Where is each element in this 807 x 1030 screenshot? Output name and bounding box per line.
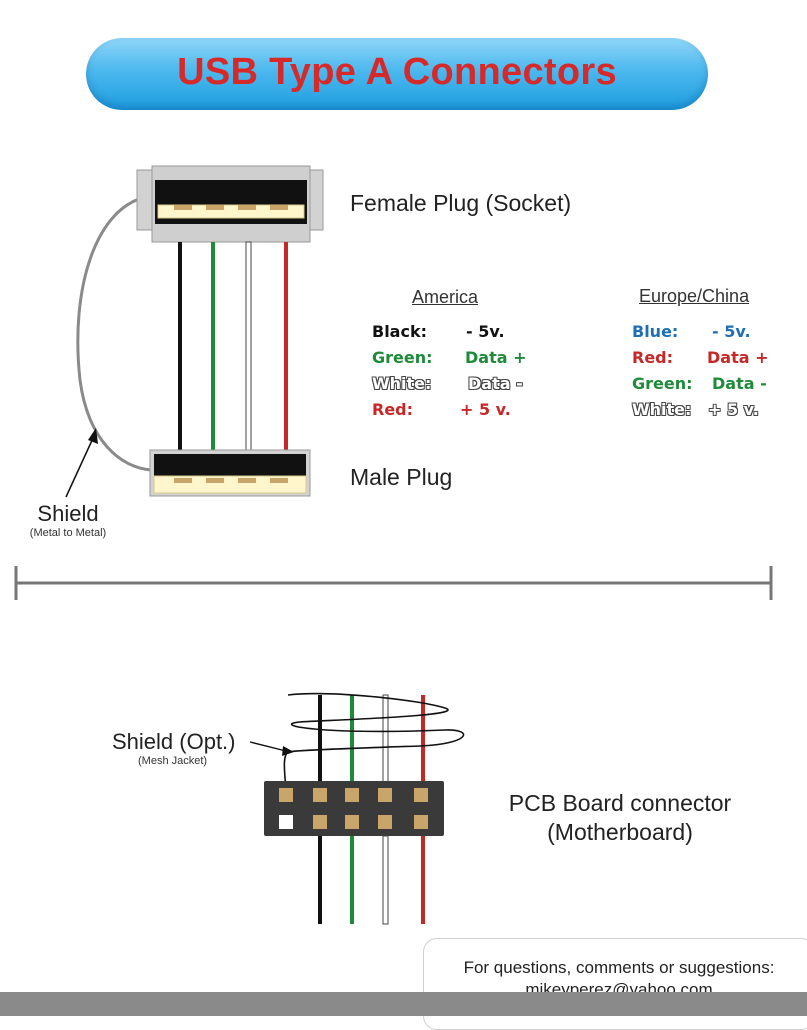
europe-color-name: Blue: — [632, 322, 679, 341]
america-heading: America — [412, 287, 479, 307]
america-color-name: Green: — [372, 348, 433, 367]
america-color-name: Red: — [372, 400, 414, 419]
male-plug-label: Male Plug — [350, 464, 453, 490]
america-signal: Data + — [465, 348, 527, 367]
america-color-name: White: — [372, 374, 432, 393]
shield-arrow-head — [88, 428, 98, 444]
pcb-wire-white-top — [382, 694, 389, 791]
female-plug-icon — [136, 165, 324, 243]
shield-caption: Shield (Metal to Metal) — [18, 501, 118, 539]
europe-color-name: White: — [632, 400, 692, 419]
wire-white — [245, 241, 252, 453]
pcb-board-label: PCB Board connector — [508, 790, 732, 816]
america-signal: Data - — [468, 374, 523, 393]
mesh-shield-coil — [283, 692, 465, 791]
section-divider — [14, 566, 773, 600]
america-row: White: Data - — [372, 374, 572, 400]
europe-row: White: + 5 v. — [632, 400, 807, 426]
contact-line-1: For questions, comments or suggestions: — [463, 958, 775, 977]
pcb-shield-arrow — [249, 741, 287, 752]
pcb-connector-icon — [264, 781, 444, 836]
europe-signal: - 5v. — [712, 322, 751, 341]
pcb-shield-caption: Shield (Opt.) (Mesh Jacket) — [112, 729, 236, 767]
pcb-board-caption: PCB Board connector (Motherboard) — [470, 790, 770, 846]
contact-box: For questions, comments or suggestions: … — [423, 938, 807, 1030]
shield-cable — [76, 194, 153, 472]
europe-color-name: Red: — [632, 348, 674, 367]
america-signal: + 5 v. — [460, 400, 511, 419]
bottom-bar — [0, 992, 807, 1016]
europe-signal: Data + — [707, 348, 769, 367]
america-signal: - 5v. — [466, 322, 505, 341]
shield-label: Shield — [37, 501, 99, 526]
america-color-name: Black: — [372, 322, 427, 341]
shield-arrow — [65, 435, 95, 498]
america-row: Green: Data + — [372, 348, 572, 374]
pcb-shield-note: (Mesh Jacket) — [138, 755, 208, 767]
female-plug-label: Female Plug (Socket) — [350, 190, 572, 216]
europe-signal: + 5 v. — [708, 400, 759, 419]
male-plug-icon — [149, 449, 311, 497]
europe-signal: Data - — [712, 374, 767, 393]
pcb-board-sublabel: (Motherboard) — [547, 819, 693, 845]
america-row: Red: + 5 v. — [372, 400, 572, 426]
europe-row: Blue: - 5v. — [632, 322, 807, 348]
page-title: USB Type A Connectors — [177, 51, 617, 93]
europe-table: Blue: - 5v. Red: Data + Green: Data - Wh… — [632, 322, 807, 426]
europe-color-name: Green: — [632, 374, 693, 393]
europe-heading: Europe/China — [639, 286, 750, 306]
america-row: Black: - 5v. — [372, 322, 572, 348]
europe-row: Red: Data + — [632, 348, 807, 374]
pcb-shield-arrow-head — [282, 746, 294, 756]
america-table: Black: - 5v. Green: Data + White: Data -… — [372, 322, 572, 426]
pcb-shield-label: Shield (Opt.) — [112, 729, 236, 754]
shield-note: (Metal to Metal) — [29, 527, 107, 539]
pcb-wire-white-bottom — [382, 835, 389, 925]
europe-row: Green: Data - — [632, 374, 807, 400]
title-banner: USB Type A Connectors — [86, 38, 708, 110]
